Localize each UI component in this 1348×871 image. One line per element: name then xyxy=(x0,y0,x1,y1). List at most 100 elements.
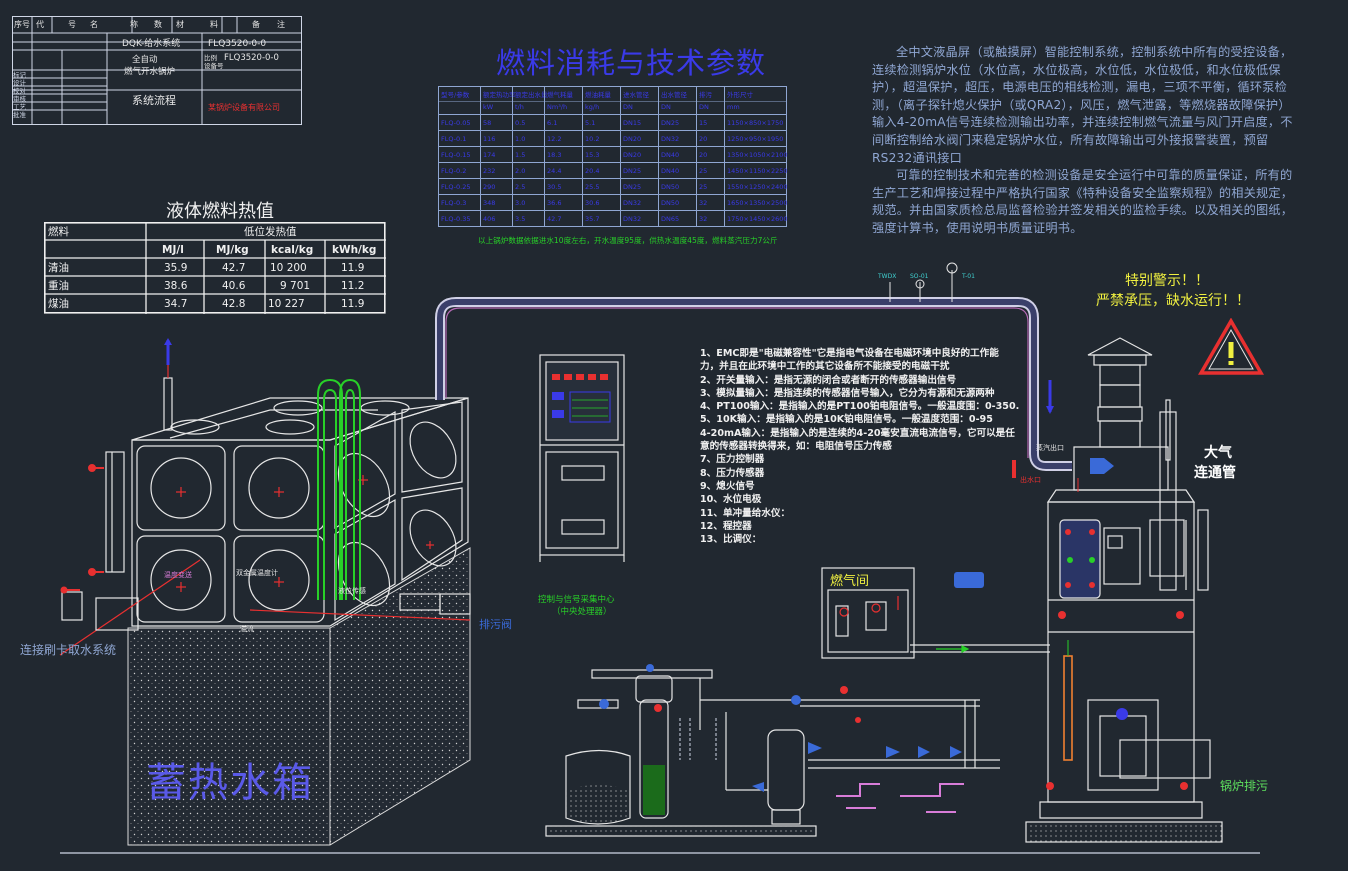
heat-unit-0: MJ/l xyxy=(162,244,184,256)
header-col-0: 序号 xyxy=(14,19,30,29)
control-note-line: 7、压力控制器 xyxy=(700,454,765,466)
boiler-drain-label: 锅炉排污 xyxy=(1220,779,1269,793)
fuel-cell: 116 xyxy=(483,135,495,143)
fuel-table-title: 燃料消耗与技术参数 xyxy=(496,46,767,80)
fuel-cell: 42.7 xyxy=(547,215,561,223)
svg-text:TWDX: TWDX xyxy=(877,273,896,280)
fuel-cell: 30.6 xyxy=(585,199,599,207)
drawing-name: DQK-给水系统 xyxy=(122,37,180,49)
fuel-cell: 1.5 xyxy=(515,151,525,159)
heat-row-0-v3: 10 200 xyxy=(270,262,307,274)
fuel-col-header: 型号/参数 xyxy=(441,90,470,99)
heat-row-2-v1: 34.7 xyxy=(164,298,187,310)
blue-valves xyxy=(599,572,984,792)
heat-col-fuel: 燃料 xyxy=(48,225,69,238)
fuel-col-unit: kW xyxy=(483,103,494,111)
header-col-9: 注 xyxy=(277,19,285,29)
warning-line1: 特别警示！！ xyxy=(1125,273,1209,289)
atmos-label-1: 大气 xyxy=(1204,445,1232,461)
warning-triangle-icon xyxy=(1198,318,1264,375)
fuel-col-header: 额定热功率 xyxy=(483,90,516,99)
heat-col-group: 低位发热值 xyxy=(244,225,297,238)
control-note-line: 2、开关量输入：是指无源的闭合或者断开的传感器输出信号 xyxy=(700,374,957,386)
heat-row-0-v2: 42.7 xyxy=(222,262,245,274)
control-note-line: 10、水位电极 xyxy=(700,494,762,506)
boiler-unit xyxy=(1025,337,1223,843)
fuel-cell: DN25 xyxy=(661,119,679,127)
fuel-cell: 36.6 xyxy=(547,199,561,207)
heating-value-table: 燃料 低位发热值 MJ/l MJ/kg kcal/kg kWh/kg 清油 35… xyxy=(44,222,386,314)
company-name: 某锅炉设备有限公司 xyxy=(208,102,280,112)
water-level-gauge xyxy=(1063,655,1073,761)
control-note-line: 4、PT100输入：是指输入的是PT100铂电阻信号。一般温度围：0-350. xyxy=(700,401,1020,413)
fuel-cell: 10.2 xyxy=(585,135,599,143)
fuel-cell: 15.3 xyxy=(585,151,599,159)
fuel-cell: FLQ-0.2 xyxy=(441,167,466,175)
fuel-cell: 15 xyxy=(699,119,707,127)
tank-base xyxy=(127,547,471,846)
heat-row-0-fuel: 清油 xyxy=(48,261,69,274)
fuel-cell: DN32 xyxy=(661,135,679,143)
header-col-4: 称 xyxy=(130,19,138,29)
fuel-cell: 32 xyxy=(699,199,707,207)
fuel-col-unit: DN xyxy=(623,103,633,111)
control-notes: 1、EMC即是"电磁兼容性"它是指电气设备在电磁环境中良好的工作能力，并且在此环… xyxy=(700,347,1020,546)
boiler-red-markers xyxy=(1012,460,1188,790)
fuel-cell: 0.5 xyxy=(515,119,525,127)
card-system-label: 连接刷卡取水系统 xyxy=(20,643,117,657)
fuel-col-unit: Nm³/h xyxy=(547,103,567,111)
heat-unit-3: kWh/kg xyxy=(332,244,376,256)
fuel-col-header: 额定出水量 xyxy=(515,90,548,99)
fuel-col-unit: mm xyxy=(727,103,740,111)
fuel-cell: 1550×1250×2400 xyxy=(727,183,788,191)
fuel-cell: 35.7 xyxy=(585,215,599,223)
fuel-col-unit: DN xyxy=(699,103,709,111)
heat-row-2-v4: 11.9 xyxy=(341,298,364,310)
fuel-col-header: 进水管径 xyxy=(623,90,650,99)
fuel-cell: FLQ-0.15 xyxy=(441,151,470,159)
tank-crosshairs xyxy=(59,475,471,656)
heat-row-2-v2: 42.8 xyxy=(222,298,245,310)
heat-exchanger-coil xyxy=(317,378,361,600)
fuel-cell: 20.4 xyxy=(585,167,599,175)
control-note-line: 13、比调仪： xyxy=(700,534,762,546)
tank-vent-pipe xyxy=(61,340,471,631)
equip-no: FLQ3520-0-0 xyxy=(224,53,279,63)
tank-valve-handles xyxy=(60,464,104,594)
fuel-cell: 2.5 xyxy=(515,183,525,191)
header-col-1: 代 xyxy=(36,19,44,29)
header-col-8: 备 xyxy=(252,19,260,29)
control-note-line: 1、EMC即是"电磁兼容性"它是指电气设备在电磁环境中良好的工作能 xyxy=(700,348,999,359)
fuel-cell: 24.4 xyxy=(547,167,561,175)
fuel-cell: 1750×1450×2600 xyxy=(727,215,788,223)
fuel-cell: DN50 xyxy=(661,199,679,207)
fuel-cell: 5.1 xyxy=(585,119,595,127)
overflow-label: 溢流 xyxy=(240,625,254,633)
outlet-label: 出水口 xyxy=(1020,476,1041,484)
title-left-5: 批准 xyxy=(13,110,27,119)
main-supply-pipe xyxy=(435,297,1072,471)
heat-row-1-v3: 9 701 xyxy=(280,280,310,292)
fuel-cell: 232 xyxy=(483,167,495,175)
steam-label: 蒸汽出口 xyxy=(1036,444,1064,452)
fuel-cell: 58 xyxy=(483,119,491,127)
fuel-cell: DN40 xyxy=(661,167,679,175)
fuel-cell: FLQ-0.05 xyxy=(441,119,470,127)
fuel-cell: 25 xyxy=(699,183,707,191)
fuel-cell: 1.0 xyxy=(515,135,525,143)
heat-unit-1: MJ/kg xyxy=(216,244,249,256)
product-name-2: 燃气开水锅炉 xyxy=(124,66,175,77)
subtitle: 系统流程 xyxy=(132,93,176,107)
fuel-col-unit: kg/h xyxy=(585,103,599,111)
control-note-line: 4-20mA输入：是指输入的是连续的4-20毫安直流电流信号，它可以是任 xyxy=(700,427,1015,439)
control-note-line: 5、10K输入：是指输入的是10K铂电阻信号。一般温度范围：0-95 xyxy=(700,414,993,426)
fuel-cell: DN20 xyxy=(623,151,641,159)
fuel-cell: 6.1 xyxy=(547,119,557,127)
level-gauge-label: 双金属温度计 xyxy=(236,569,278,577)
fuel-col-unit: DN xyxy=(661,103,671,111)
fuel-cell: 174 xyxy=(483,151,495,159)
control-note-line: 意的传感器转换得来，如：电阻信号压力传感 xyxy=(700,441,892,453)
title-left-1: 设计 xyxy=(13,78,27,87)
product-name-1: 全自动 xyxy=(132,54,158,65)
